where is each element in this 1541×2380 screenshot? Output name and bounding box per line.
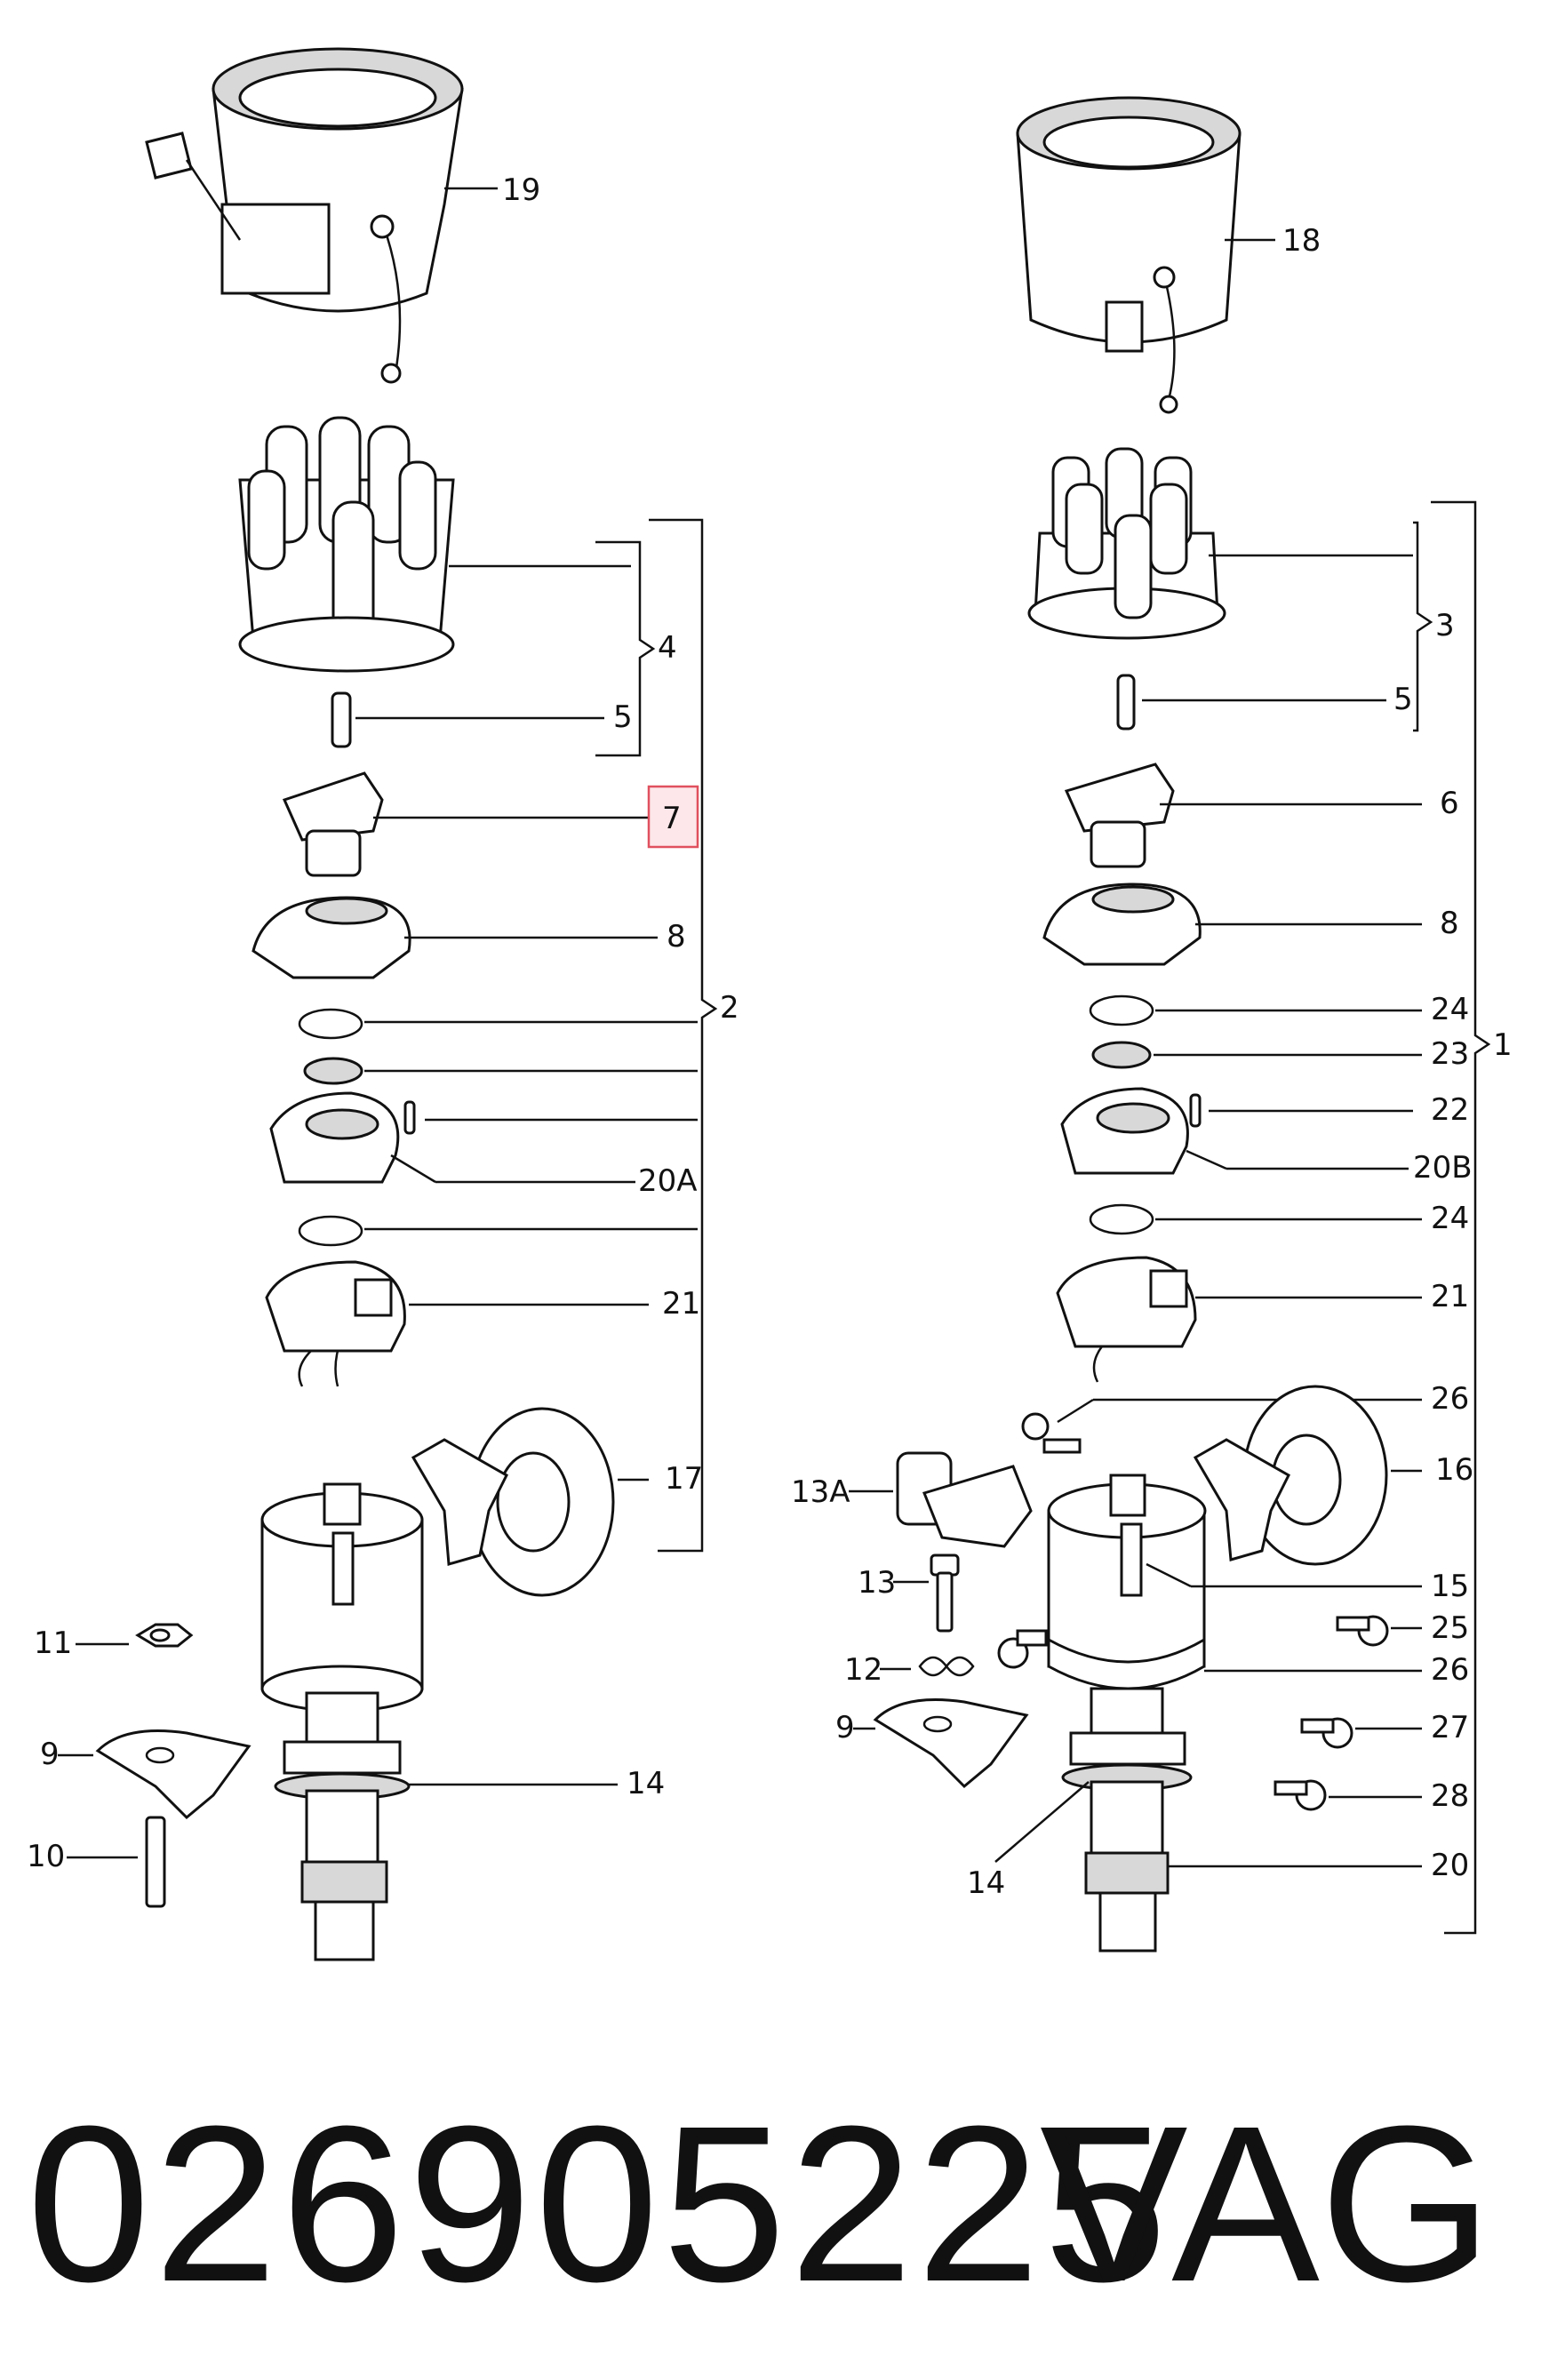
brand-name: VAG: [1040, 2080, 1493, 2328]
label-11[interactable]: 11: [34, 1625, 72, 1661]
label-16[interactable]: 16: [1435, 1452, 1473, 1488]
label-19[interactable]: 19: [502, 172, 540, 208]
label-20a[interactable]: 20A: [638, 1163, 698, 1199]
distributor-housing-left: [260, 1482, 618, 1961]
clamp-9: [58, 1729, 252, 1820]
circlip-upper: [298, 1008, 698, 1040]
nut-11: [76, 1623, 194, 1648]
footer: 026905225 VAG: [27, 2071, 1520, 2337]
label-13[interactable]: 13: [858, 1565, 896, 1601]
right-assembly: [849, 96, 1491, 1953]
shield-cap-18: [1016, 96, 1275, 414]
label-22[interactable]: 22: [1431, 1092, 1469, 1128]
dust-shield-8: [252, 896, 658, 979]
shield-cap-19: [145, 47, 498, 384]
screw-26-lower: [997, 1629, 1422, 1673]
hall-sender-21: [265, 1260, 649, 1387]
part-number: 026905225: [27, 2080, 1171, 2328]
hall-sender-21-right: [1056, 1256, 1422, 1383]
label-13a[interactable]: 13A: [791, 1474, 850, 1510]
screw-27: [1300, 1717, 1422, 1749]
screw-26-upper: [1021, 1398, 1422, 1454]
label-1[interactable]: 1: [1493, 1027, 1513, 1063]
label-26-lower[interactable]: 26: [1431, 1652, 1469, 1688]
label-12[interactable]: 12: [844, 1652, 882, 1688]
label-18[interactable]: 18: [1282, 223, 1321, 259]
vacuum-unit-17: [411, 1407, 649, 1597]
label-21-right[interactable]: 21: [1431, 1279, 1469, 1314]
distributor-cap-4: [238, 416, 631, 673]
label-26-upper[interactable]: 26: [1431, 1381, 1469, 1417]
label-21[interactable]: 21: [662, 1286, 700, 1322]
label-6[interactable]: 6: [1440, 786, 1459, 821]
label-24-upper[interactable]: 24: [1431, 992, 1469, 1027]
bracket-1: [1431, 500, 1491, 1935]
label-2[interactable]: 2: [720, 990, 739, 1026]
label-27[interactable]: 27: [1431, 1710, 1469, 1745]
label-20[interactable]: 20: [1431, 1848, 1469, 1883]
vacuum-unit-16: [1193, 1385, 1422, 1566]
label-5[interactable]: 5: [613, 699, 633, 735]
callout-labels: 19 4 5 7 8 2 20A 21 17 11 9 10 14 18 3 5…: [27, 172, 1513, 1901]
leader-14-right: [994, 1781, 1090, 1863]
circlip-lower: [298, 1215, 698, 1247]
breaker-plate-20b: [1060, 1087, 1409, 1175]
label-4[interactable]: 4: [658, 630, 677, 666]
pin: [403, 1100, 698, 1135]
bracket-2: [649, 518, 718, 1553]
circlip-24-upper: [1089, 994, 1422, 1026]
label-23[interactable]: 23: [1431, 1036, 1469, 1072]
screw-25: [1336, 1615, 1422, 1647]
label-5-right[interactable]: 5: [1393, 682, 1413, 717]
label-3[interactable]: 3: [1435, 608, 1455, 643]
bolt-13: [893, 1553, 960, 1633]
seal-12: [880, 1656, 975, 1677]
rotor-7: [282, 771, 649, 877]
left-assembly: [58, 47, 718, 1961]
label-14-right[interactable]: 14: [967, 1865, 1005, 1901]
label-20b[interactable]: 20B: [1413, 1150, 1473, 1186]
washer-23: [1091, 1041, 1422, 1069]
highlight-box: [647, 785, 699, 849]
rotor-6: [1064, 763, 1422, 868]
breaker-plate-20a: [269, 1091, 635, 1184]
circlip-24-lower: [1089, 1203, 1422, 1235]
label-7[interactable]: 7: [662, 801, 682, 836]
dust-shield-8-right: [1042, 883, 1422, 966]
label-10[interactable]: 10: [27, 1839, 65, 1874]
washer: [303, 1057, 698, 1085]
bracket-4: [595, 540, 656, 757]
label-28[interactable]: 28: [1431, 1778, 1469, 1814]
screw-28: [1274, 1779, 1422, 1811]
label-9[interactable]: 9: [40, 1737, 60, 1772]
label-25[interactable]: 25: [1431, 1610, 1469, 1646]
stud-10: [67, 1816, 166, 1908]
label-15[interactable]: 15: [1431, 1569, 1469, 1604]
distributor-cap-3: [1027, 447, 1413, 640]
plug-13a: [849, 1451, 1033, 1548]
distributor-housing-right: [1047, 1474, 1422, 1953]
clamp-9-right: [853, 1698, 1029, 1789]
label-9-right[interactable]: 9: [835, 1710, 855, 1745]
pin-22: [1189, 1093, 1413, 1128]
label-8-right[interactable]: 8: [1440, 906, 1459, 941]
carbon-brush-5: [331, 691, 604, 748]
label-14[interactable]: 14: [627, 1766, 665, 1801]
label-17[interactable]: 17: [665, 1461, 703, 1497]
bracket-3: [1413, 521, 1433, 732]
label-24-lower[interactable]: 24: [1431, 1201, 1469, 1236]
label-8[interactable]: 8: [667, 919, 686, 954]
carbon-brush-5-right: [1116, 674, 1386, 731]
